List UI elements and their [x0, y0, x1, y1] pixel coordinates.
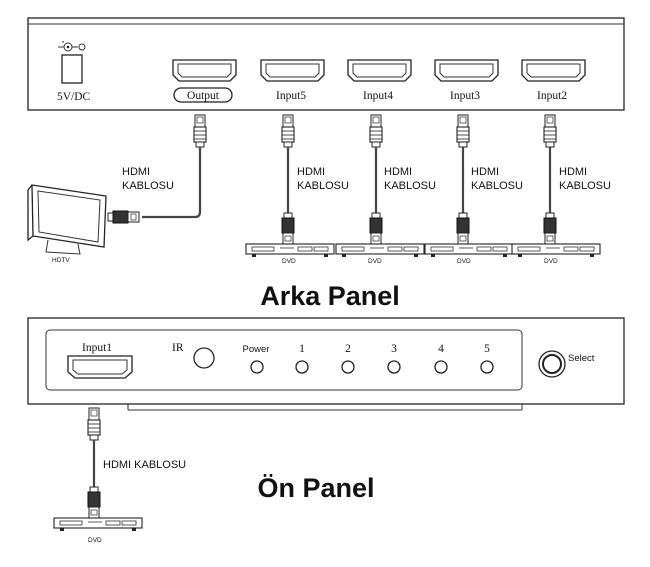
ir-sensor-icon	[193, 347, 215, 369]
front-panel-inset	[45, 329, 523, 391]
cable-output-to-hdtv: HDMI KABLOSU	[107, 114, 207, 224]
led-label-1: 1	[299, 343, 305, 355]
hdtv: HDTV	[27, 184, 107, 264]
input-led-3: 3	[387, 343, 401, 374]
dvd-player-input2	[511, 243, 601, 258]
cable-label-input4-line2: KABLOSU	[384, 180, 436, 192]
dvd-label-input3: DVD	[457, 258, 471, 265]
cable-input2: HDMI KABLOSU DVD	[511, 114, 611, 265]
cable-label-input1: HDMI KABLOSU	[103, 459, 186, 471]
dvd-player-input3	[424, 243, 514, 258]
ir-receiver: IR	[172, 342, 215, 369]
hdmi-port-input1: Input1	[67, 342, 133, 379]
cable-input4: HDMI KABLOSU DVD	[335, 114, 436, 265]
cable-label-input3-line2: KABLOSU	[471, 180, 523, 192]
power-jack: 5V/DC	[57, 41, 91, 103]
cable-label-output-line1: HDMI	[122, 166, 150, 178]
dvd-player-input1	[53, 517, 143, 532]
dvd-player-input5	[245, 243, 335, 258]
cable-label-input2-line1: HDMI	[559, 166, 587, 178]
dvd-label-input1: DVD	[88, 537, 102, 544]
output-label-outline	[173, 87, 233, 103]
hdmi-port-input4: Input4	[347, 59, 412, 102]
port-label-output: Output	[187, 90, 220, 102]
port-label-input2: Input2	[537, 90, 567, 102]
led-label-5: 5	[484, 343, 490, 355]
select-button: Select	[538, 350, 595, 378]
cable-input3: HDMI KABLOSU DVD	[424, 114, 523, 265]
dvd-label-input5: DVD	[282, 258, 296, 265]
select-label: Select	[568, 353, 595, 364]
port-label-input5: Input5	[276, 90, 306, 102]
port-label-input1: Input1	[82, 342, 112, 354]
led-5-icon	[480, 360, 494, 374]
led-2-icon	[341, 360, 355, 374]
led-label-4: 4	[438, 343, 444, 355]
ir-label: IR	[172, 342, 184, 354]
led-label-2: 2	[345, 343, 351, 355]
hdmi-port-input3: Input3	[434, 59, 499, 102]
cable-label-input5-line2: KABLOSU	[297, 180, 349, 192]
cable-label-input3-line1: HDMI	[471, 166, 499, 178]
hdmi-port-output: Output	[172, 59, 237, 103]
dvd-label-input2: DVD	[544, 258, 558, 265]
front-panel-body	[27, 317, 625, 405]
hdmi-port-input5: Input5	[260, 59, 325, 102]
power-socket	[61, 54, 83, 84]
dvd-player-input4	[335, 243, 425, 258]
input-led-4: 4	[434, 343, 448, 374]
led-3-icon	[387, 360, 401, 374]
hdtv-label: HDTV	[52, 257, 70, 264]
back-panel-title: Arka Panel	[260, 281, 400, 311]
back-panel-body	[27, 17, 625, 111]
power-led-label: Power	[243, 344, 270, 355]
led-4-icon	[434, 360, 448, 374]
led-1-icon	[295, 360, 309, 374]
hdmi-port-input2: Input2	[521, 59, 586, 102]
select-button-ring	[538, 350, 566, 378]
cable-input1: HDMI KABLOSU DVD	[53, 407, 186, 544]
dvd-label-input4: DVD	[368, 258, 382, 265]
port-label-input3: Input3	[450, 90, 480, 102]
power-label: 5V/DC	[57, 91, 91, 103]
cable-label-input4-line1: HDMI	[384, 166, 412, 178]
back-panel: 5V/DC Output Input5 Input4 Input3 Inp	[27, 17, 625, 111]
input-led-5: 5	[480, 343, 494, 374]
cable-label-input2-line2: KABLOSU	[559, 180, 611, 192]
front-panel: Input1 IR Power 1 2 3 4 5	[27, 317, 625, 411]
input-led-2: 2	[341, 343, 355, 374]
power-led: Power	[243, 344, 270, 374]
input-led-1: 1	[295, 343, 309, 374]
cable-label-input5-line1: HDMI	[297, 166, 325, 178]
front-panel-title: Ön Panel	[257, 473, 374, 503]
cable-input5: HDMI KABLOSU DVD	[245, 114, 349, 265]
power-led-icon	[250, 360, 264, 374]
led-label-3: 3	[391, 343, 397, 355]
port-label-input4: Input4	[363, 90, 393, 102]
cable-label-output-line2: KABLOSU	[122, 180, 174, 192]
